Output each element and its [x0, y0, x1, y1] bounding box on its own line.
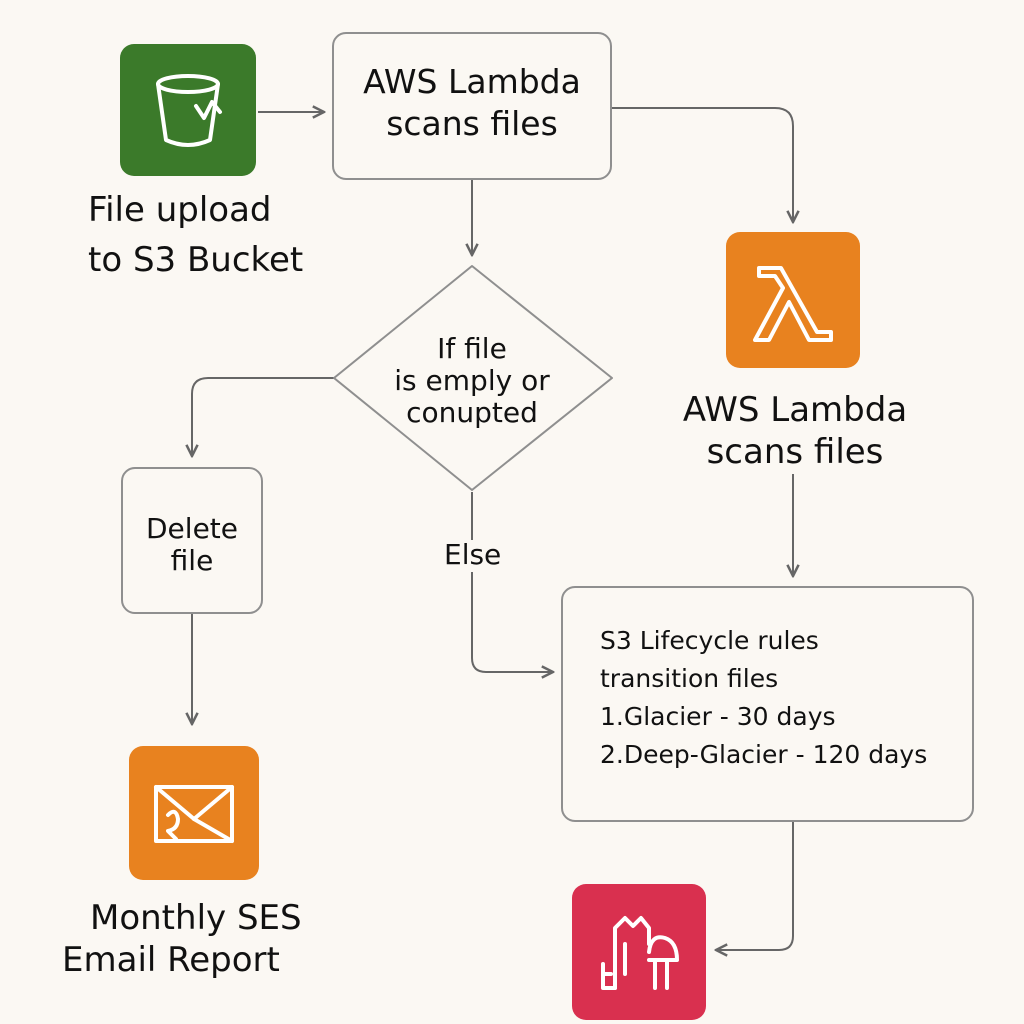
decision-line1: If file: [437, 332, 507, 365]
lifecycle-line1: S3 Lifecycle rules: [600, 626, 819, 655]
lambda-icon-label-line2: scans files: [706, 432, 884, 472]
ses-label-line2: Email Report: [62, 940, 280, 980]
lifecycle-line3: 1.Glacier - 30 days: [600, 702, 836, 731]
lambda-icon: [753, 266, 833, 342]
arrow-else-to-lifecycle-2: [471, 572, 553, 672]
lifecycle-line2: transition files: [600, 664, 779, 693]
lambda-tile: [726, 232, 860, 368]
ses-label-line1: Monthly SES: [90, 898, 302, 938]
decision-line2: is emply or: [394, 364, 550, 397]
lambda-scan-box: [332, 32, 612, 180]
glacier-tile: [572, 884, 706, 1020]
s3-upload-label-line2: to S3 Bucket: [88, 240, 304, 280]
s3-bucket-tile: [120, 44, 256, 176]
ses-tile: [129, 746, 259, 880]
lambda-icon-label-line1: AWS Lambda: [682, 390, 908, 430]
arrow-lifecycle-to-glacier: [716, 822, 794, 950]
bucket-icon: [156, 74, 222, 147]
lifecycle-line4: 2.Deep-Glacier - 120 days: [600, 740, 928, 769]
decision-line3: conupted: [406, 396, 538, 429]
delete-file-box: [121, 467, 263, 614]
lifecycle-box: [561, 586, 974, 822]
arrow-decision-to-delete: [192, 377, 334, 456]
else-label: Else: [444, 538, 502, 571]
decision-diamond: [333, 265, 613, 491]
arrow-lambda-to-lambda-icon: [611, 107, 793, 222]
delete-line1: Delete: [146, 512, 238, 545]
envelope-icon: [154, 785, 234, 843]
delete-line2: file: [170, 544, 214, 577]
s3-upload-label-line1: File upload: [88, 190, 272, 230]
glacier-icon: [601, 916, 679, 990]
lambda-scan-line2: scans files: [386, 104, 558, 143]
lambda-scan-line1: AWS Lambda: [363, 62, 581, 101]
